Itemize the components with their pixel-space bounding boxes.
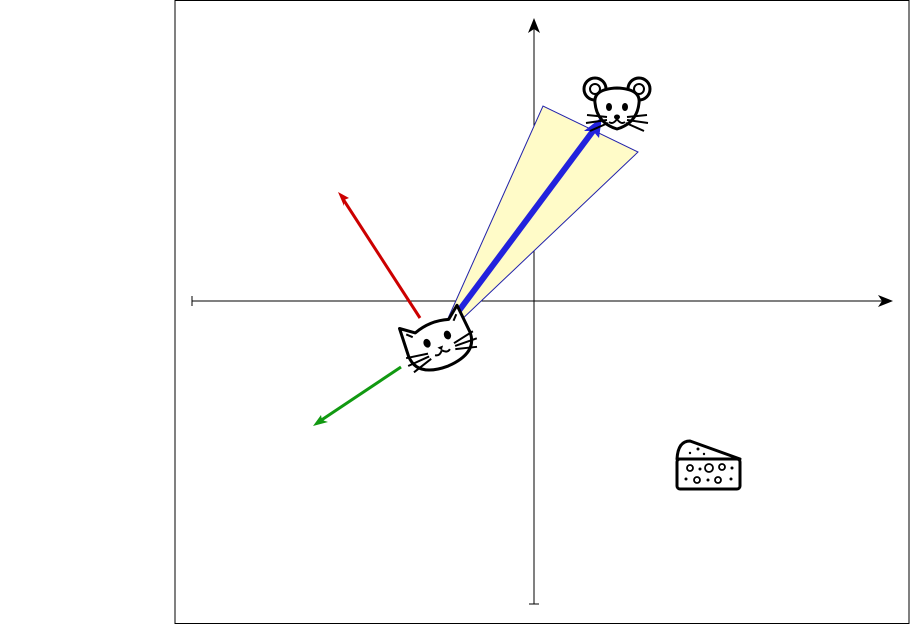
red-arrow [338,192,422,319]
cheese-wedge-icon [675,439,742,491]
axes [191,18,893,605]
x-axis-arrowhead [878,295,893,307]
cat-face-icon [398,303,478,374]
diagram-frame [174,0,910,624]
green-arrow [313,365,402,426]
mouse-face-icon [582,76,652,132]
y-axis-arrowhead [528,18,540,33]
